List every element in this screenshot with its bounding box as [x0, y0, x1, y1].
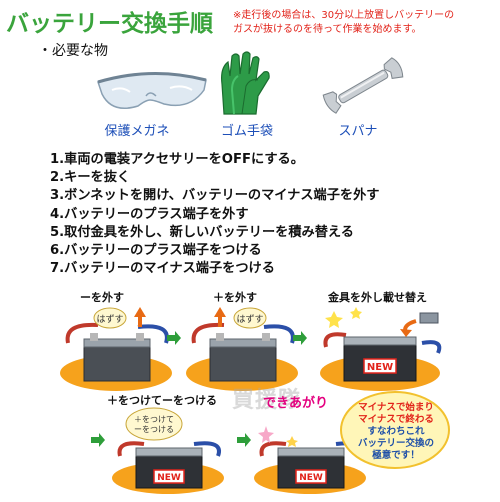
battery-illustration-attach: NEW ＋をつけて ーをつける [110, 404, 230, 494]
tip-badge-line-1: マイナスで始まり [358, 402, 434, 413]
bubble-text-remove-minus: はずす [96, 314, 123, 325]
new-battery-label: NEW [299, 473, 323, 483]
steps-list: 1.車両の電装アクセサリーをOFFにする。 2.キーを抜く 3.ボンネットを開け… [50, 151, 380, 278]
caution-note-line-2: ガスが抜けるのを待って作業を始めます。 [233, 24, 422, 35]
step-remove-plus-caption: ＋を外す [213, 291, 257, 304]
battery-illustration-remove-minus: はずす [58, 303, 178, 393]
tip-badge-line-2: マイナスで終わる [358, 414, 434, 425]
tip-badge-line-4: バッテリー交換の [357, 438, 434, 449]
step-item: 1.車両の電装アクセサリーをOFFにする。 [50, 152, 304, 167]
tip-badge-line-5: 極意です！ [372, 450, 420, 461]
rubber-gloves-icon [212, 50, 332, 128]
step-remove-minus-caption: ーを外す [80, 291, 124, 304]
tip-badge [340, 390, 450, 470]
watermark: 買援隊 [232, 388, 302, 413]
step-done-caption: できあがり [263, 396, 329, 411]
safety-glasses-icon [92, 60, 212, 138]
step-item: 6.バッテリーのプラス端子をつける [50, 243, 262, 259]
bubble-text-attach-line-2: ーをつける [134, 425, 174, 434]
required-items-heading: ・必要な物 [38, 43, 108, 59]
step-item: 3.ボンネットを開け、バッテリーのマイナス端子を外す [50, 188, 380, 204]
bubble-text-attach-line-1: ＋をつけて [134, 415, 174, 424]
step-item: 5.取付金具を外し、新しいバッテリーを積み替える [50, 224, 354, 240]
step-arrow-icon [292, 330, 308, 346]
caution-note-line-1: ※走行後の場合は、30分以上放置しバッテリーの [233, 10, 455, 21]
battery-illustration-remove-plus: はずす [184, 303, 304, 393]
step-arrow-icon [166, 330, 182, 346]
step-item: 2.キーを抜く [50, 170, 131, 186]
step-item: 4.バッテリーのプラス端子を外す [50, 206, 249, 222]
step-attach-caption: ＋をつけてーをつける [107, 394, 217, 407]
step-item: 7.バッテリーのマイナス端子をつける [50, 261, 275, 277]
tip-badge-text: マイナスで始まり マイナスで終わる すなわちこれ バッテリー交換の 極意です！ [344, 402, 448, 462]
step-arrow-icon [90, 432, 106, 448]
rubber-gloves-label: ゴム手袋 [220, 124, 273, 139]
battery-illustration-swap: NEW [316, 303, 456, 393]
battery-illustration-done: NEW [252, 406, 372, 496]
wrench-icon [318, 56, 438, 134]
caution-note: ※走行後の場合は、30分以上放置しバッテリーの ガスが抜けるのを待って作業を始め… [233, 9, 495, 37]
page-title: バッテリー交換手順 [6, 11, 213, 37]
step-arrow-icon [236, 432, 252, 448]
wrench-label: スパナ [338, 124, 378, 139]
tip-badge-line-3: すなわちこれ [367, 426, 425, 437]
step-swap-caption: 金具を外し載せ替え [328, 291, 427, 304]
new-battery-label: NEW [367, 362, 393, 373]
bubble-text-remove-plus: はずす [236, 314, 263, 325]
new-battery-label: NEW [157, 473, 181, 483]
safety-glasses-label: 保護メガネ [104, 124, 170, 139]
